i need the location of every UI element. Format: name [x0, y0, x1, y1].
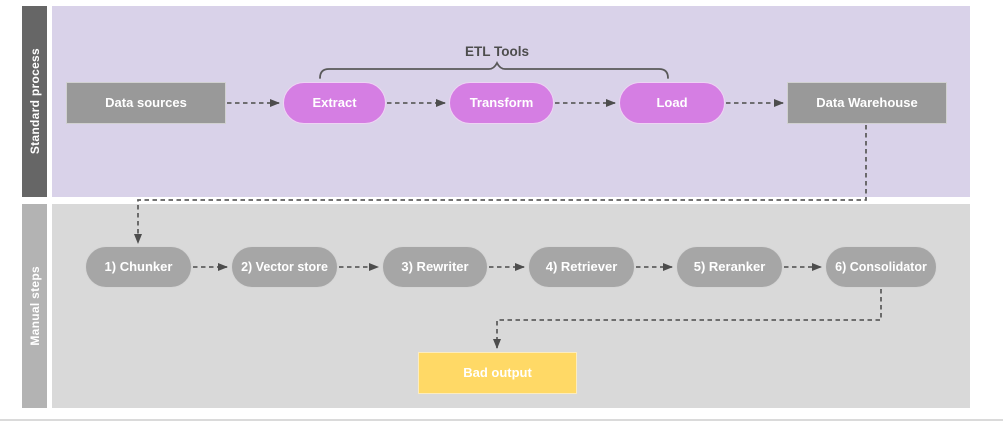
node-retriever: 4) Retriever: [528, 246, 635, 288]
node-chunker: 1) Chunker: [85, 246, 192, 288]
node-data-sources: Data sources: [66, 82, 226, 124]
node-extract: Extract: [283, 82, 386, 124]
node-rewriter-label: 3) Rewriter: [401, 258, 469, 274]
node-data-sources-label: Data sources: [105, 94, 187, 110]
node-load: Load: [619, 82, 725, 124]
lane-standard-process-bar: Standard process: [22, 6, 47, 197]
node-transform: Transform: [449, 82, 554, 124]
node-reranker-label: 5) Reranker: [693, 258, 766, 274]
lane-standard-process-label: Standard process: [27, 48, 42, 155]
lane-manual-steps-label: Manual steps: [27, 266, 42, 346]
lane-manual-steps-bar: Manual steps: [22, 204, 47, 408]
node-consolidator-label: 6) Consolidator: [835, 259, 927, 274]
etl-tools-group-label: ETL Tools: [465, 44, 529, 59]
node-bad-output-label: Bad output: [463, 364, 532, 380]
node-vector-store-label: 2) Vector store: [241, 259, 328, 274]
node-reranker: 5) Reranker: [676, 246, 783, 288]
node-rewriter: 3) Rewriter: [382, 246, 488, 288]
node-data-warehouse-label: Data Warehouse: [816, 94, 918, 110]
node-vector-store: 2) Vector store: [231, 246, 338, 288]
node-bad-output: Bad output: [418, 352, 577, 394]
node-transform-label: Transform: [469, 94, 534, 110]
node-data-warehouse: Data Warehouse: [787, 82, 947, 124]
node-retriever-label: 4) Retriever: [545, 258, 618, 274]
node-extract-label: Extract: [312, 94, 357, 110]
page-bottom-rule: [0, 419, 1003, 421]
node-load-label: Load: [656, 94, 688, 110]
node-consolidator: 6) Consolidator: [825, 246, 937, 288]
node-chunker-label: 1) Chunker: [104, 258, 173, 274]
